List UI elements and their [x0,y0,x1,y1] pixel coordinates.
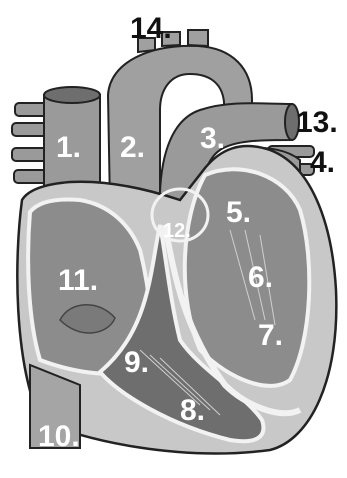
label-13: 13. [296,106,338,139]
label-11: 11. [58,264,98,297]
label-6: 6. [248,261,273,294]
label-2: 2. [120,131,145,164]
label-4: 4. [310,146,335,179]
label-14: 14. [130,12,172,45]
label-8: 8. [180,394,205,427]
label-1: 1. [56,131,81,164]
label-9: 9. [124,346,149,379]
label-7: 7. [258,319,283,352]
label-3: 3. [200,122,225,155]
label-5: 5. [226,196,251,229]
label-10: 10. [38,420,80,453]
label-12: 12. [163,220,191,242]
